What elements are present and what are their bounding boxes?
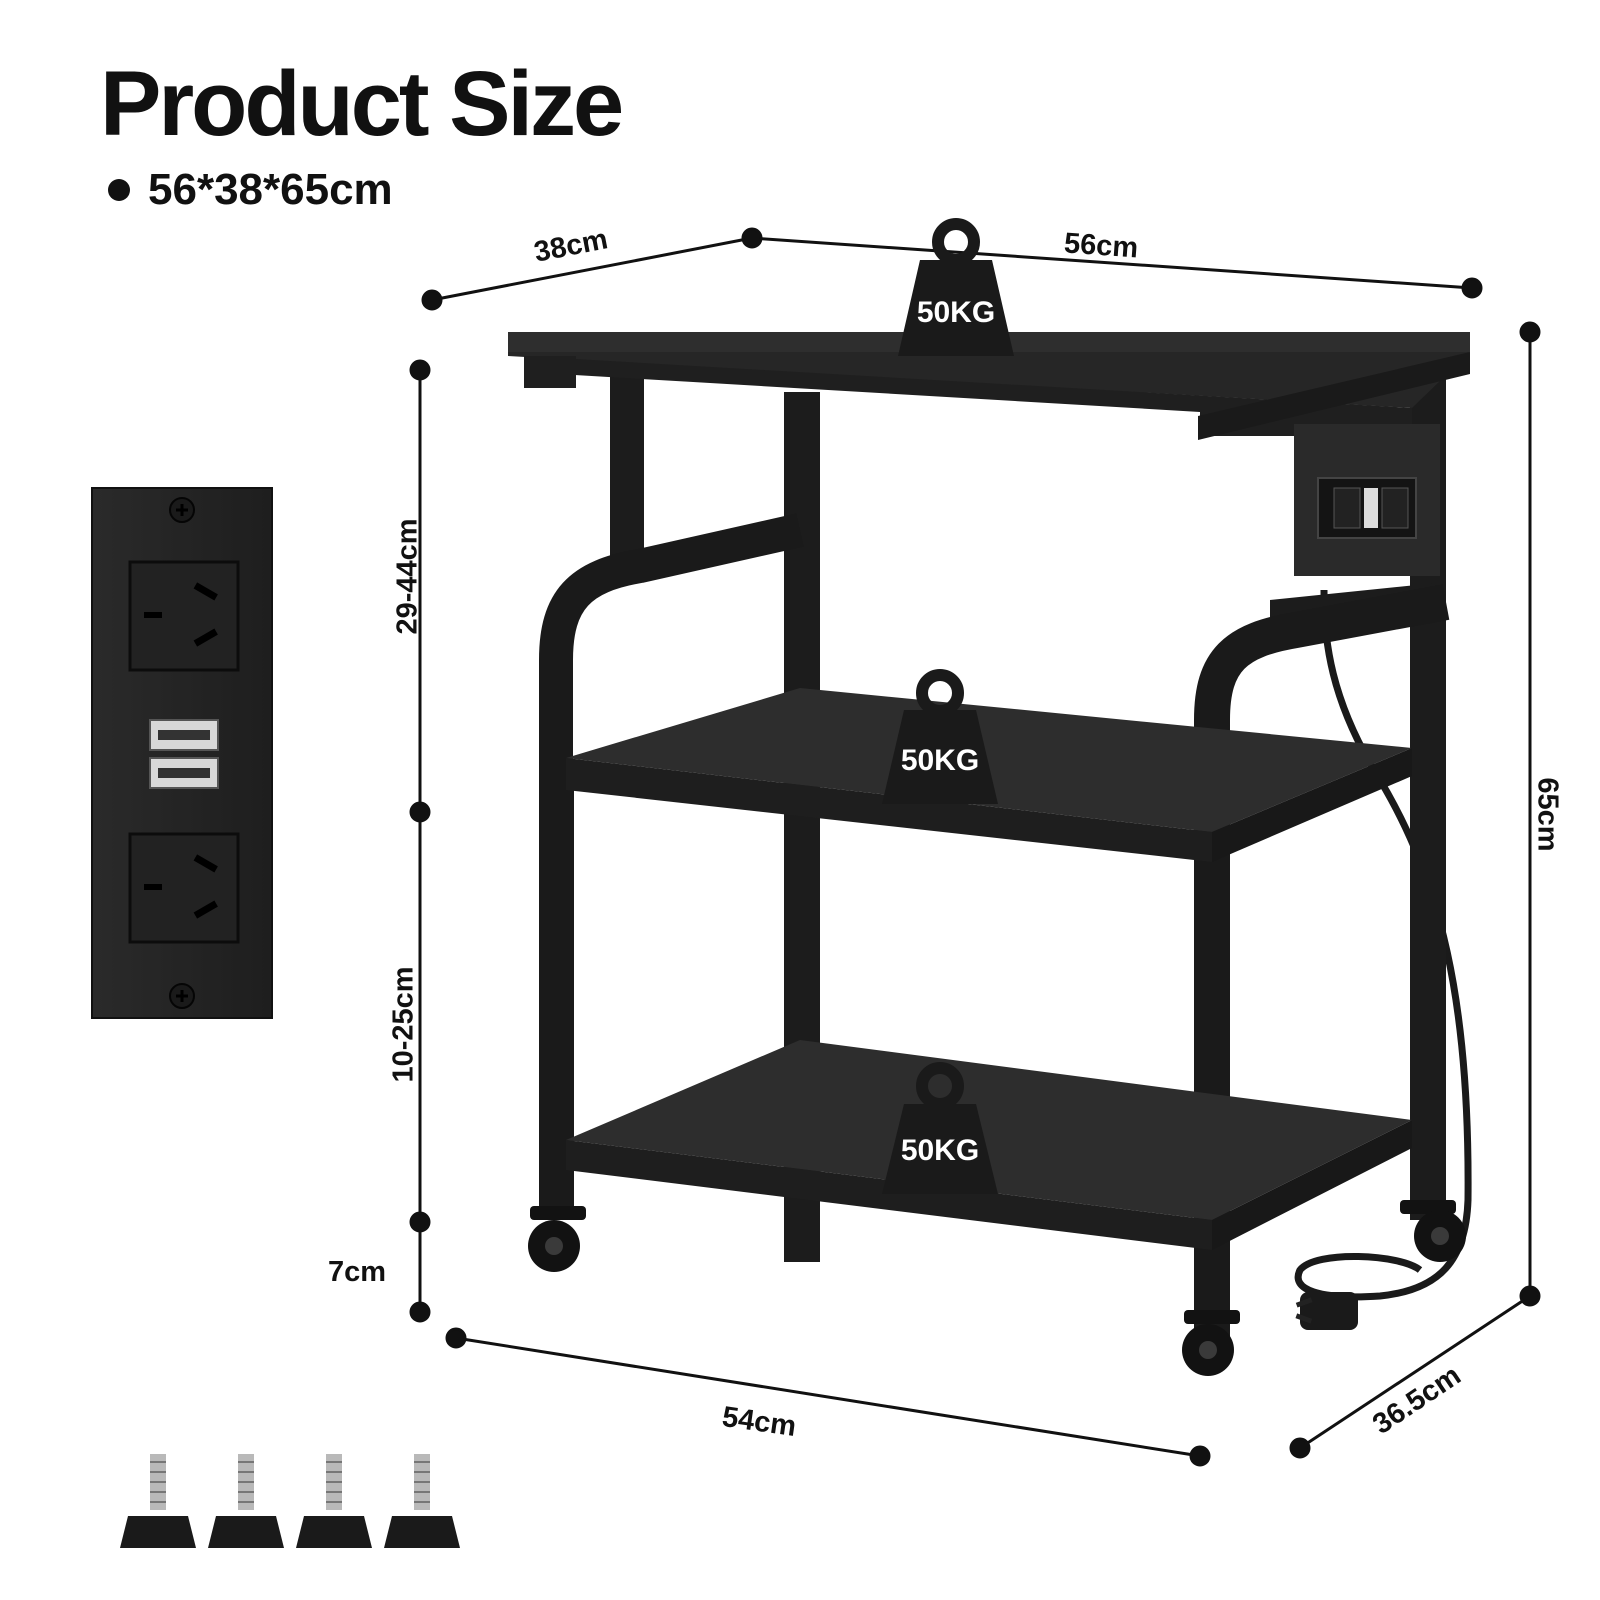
power-plug-icon xyxy=(1295,1292,1358,1330)
frame-left-arch xyxy=(539,513,804,1210)
screw-icon xyxy=(169,983,195,1009)
weight-icon: 50KG xyxy=(882,669,998,804)
outlet-socket-icon xyxy=(128,832,240,944)
bottom-shelf xyxy=(566,1040,1412,1250)
weight-icon: 50KG xyxy=(898,218,1014,356)
frame-right-arch xyxy=(1194,584,1450,1340)
load-label-bottom: 50KG xyxy=(901,1134,979,1167)
leveling-feet xyxy=(120,1454,460,1548)
dim-upper-gap: 29-44cm xyxy=(391,518,424,635)
caster-wheel-icon xyxy=(1400,1200,1466,1262)
leveling-foot-icon xyxy=(120,1454,196,1548)
dimension-lines xyxy=(409,227,1541,1467)
overall-size: 56*38*65cm xyxy=(108,168,393,212)
overall-size-text: 56*38*65cm xyxy=(148,165,393,214)
caster-wheel-icon xyxy=(1182,1310,1240,1376)
outlet-socket-icon xyxy=(128,560,240,672)
usb-port-icon xyxy=(149,719,219,789)
caster-wheel-icon xyxy=(528,1206,586,1272)
bullet-icon xyxy=(108,179,130,201)
mounted-outlet xyxy=(1294,424,1440,576)
weight-icon: 50KG xyxy=(882,1062,998,1194)
dim-caster-height: 7cm xyxy=(328,1256,387,1288)
outlet-panel-icon xyxy=(91,487,273,1019)
dim-middle-gap: 10-25cm xyxy=(387,966,420,1083)
leveling-foot-icon xyxy=(384,1454,460,1548)
leveling-foot-icon xyxy=(208,1454,284,1548)
dim-width-top: 56cm xyxy=(1063,227,1140,265)
dim-height-total: 65cm xyxy=(1531,777,1564,852)
middle-shelf xyxy=(566,688,1412,862)
page-title: Product Size xyxy=(100,53,624,155)
load-label-middle: 50KG xyxy=(901,744,979,777)
screw-icon xyxy=(169,497,195,523)
load-label-top: 50KG xyxy=(917,296,995,329)
leveling-foot-icon xyxy=(296,1454,372,1548)
